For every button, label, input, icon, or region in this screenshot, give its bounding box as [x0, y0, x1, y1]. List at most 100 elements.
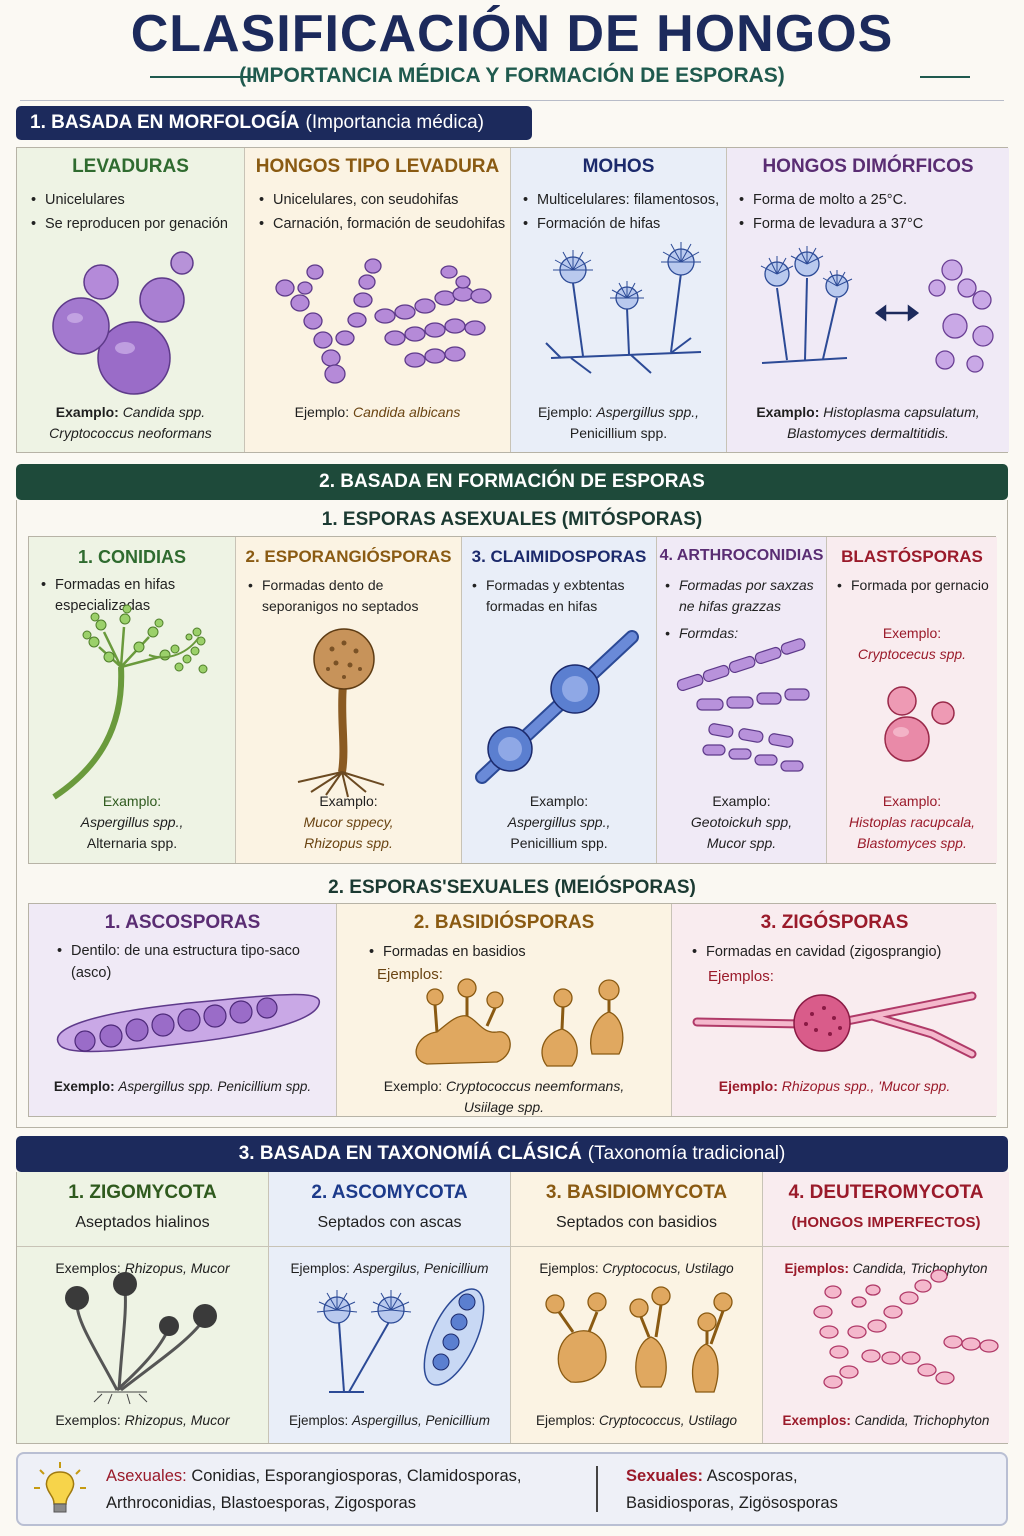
- example-top: Exemplos: Rhizopus, Mucor: [55, 1260, 230, 1276]
- card-title: BLASTÓSPORAS: [841, 547, 983, 566]
- example: Examplo: Aspergillus spp., Penicillium s…: [507, 793, 611, 851]
- card-desc: Septados con ascas: [317, 1214, 462, 1231]
- bullet: Multicelulares: filamentosos,: [521, 188, 719, 212]
- card-title: 4. ARTHROCONIDIAS: [659, 547, 824, 564]
- bullet: Formdas:: [663, 623, 823, 644]
- section3-panel: 1. ZIGOMYCOTA Aseptados hialinos Exemplo…: [16, 1172, 1009, 1444]
- example-top: Exemplo: Cryptocecus spp.: [857, 625, 967, 662]
- example-top: Ejemplos: Aspergilus, Penicillium: [290, 1261, 489, 1276]
- card-title: 3. CLAIMIDOSPORAS: [471, 547, 647, 566]
- card-title: 4. DEUTEROMYCOTA: [788, 1182, 984, 1203]
- card-title: LEVADURAS: [72, 156, 189, 177]
- card-hongos-tipo-levadura: HONGOS TIPO LEVADURA Unicelulares, con s…: [245, 148, 511, 452]
- section1-banner-title: 1. BASADA EN MORFOLOGÍA: [30, 112, 300, 133]
- bullet: Forma de molto a 25°C.: [737, 188, 923, 212]
- bullet: Formación de hifas: [521, 212, 719, 236]
- bullet: Unicelulares, con seudohifas: [257, 188, 505, 212]
- yeast-cells-icon: [52, 251, 194, 395]
- pseudohyphae-icon: [275, 258, 492, 384]
- bullet: Dentilo: de una estructura tipo-saco (as…: [55, 940, 325, 984]
- example: Examplo: Histoplasma capsulatum, Blastom…: [756, 404, 980, 441]
- subtitle-left-rule: [150, 76, 255, 78]
- footer-asexual: Asexuales: Conidias, Esporangiosporas, C…: [106, 1467, 522, 1512]
- chlamydospore-icon: [475, 630, 639, 784]
- card-title: HONGOS DIMÓRFICOS: [762, 156, 974, 177]
- section2-banner: 2. BASADA EN FORMACIÓN DE ESPORAS: [16, 464, 1008, 500]
- card-hongos-dimorficos: HONGOS DIMÓRFICOS Forma de molto a 25°C.…: [727, 148, 1009, 452]
- card-basidiomycota: 3. BASIDIOMYCOTA Septados con basidios E…: [511, 1172, 763, 1443]
- sporangium-icon: [297, 628, 385, 798]
- subtitle-right-rule: [920, 76, 970, 78]
- example: Ejemplo: Rhizopus spp., 'Mucor spp.: [718, 1078, 951, 1094]
- footer-sexual: Sexuales: Ascosporas, Basidiosporas, Zig…: [626, 1467, 838, 1512]
- card-title: 2. BASIDIÓSPORAS: [413, 912, 595, 933]
- card-title: 1. ZIGOMYCOTA: [68, 1182, 217, 1203]
- example-bottom: Exemplos: Candida, Trichophyton: [782, 1413, 990, 1428]
- card-conidias: 1. CONIDIAS Formadas en hifas especializ…: [29, 537, 236, 863]
- example: Examplo: Histoplas racupcala, Blastomyce…: [848, 793, 976, 851]
- ascus-icon: [56, 993, 321, 1053]
- section1-banner-note: (Importancia médica): [305, 112, 484, 133]
- page-subtitle: (IMPORTANCIA MÉDICA Y FORMACIÓN DE ESPOR…: [239, 64, 785, 87]
- card-ascomycota: 2. ASCOMYCOTA Septados con ascas Ejemplo…: [269, 1172, 511, 1443]
- section3-banner-note: (Taxonomía tradicional): [587, 1143, 786, 1164]
- page-title: CLASIFICACIÓN DE HONGOS: [130, 5, 894, 63]
- zygomycota-icon: [65, 1272, 217, 1405]
- bullet: Formadas dento de seporanigos no septado…: [246, 575, 458, 617]
- card-deuteromycota: 4. DEUTEROMYCOTA (HONGOS IMPERFECTOS) Ej…: [763, 1172, 1009, 1443]
- card-zigosporas: 3. ZIGÓSPORAS Formadas en cavidad (zigos…: [672, 904, 997, 1116]
- example: Examplo: Mucor sppecy, Rhizopus spp.: [303, 793, 394, 851]
- footer-divider: [596, 1466, 598, 1512]
- ascomycota-icon: [316, 1288, 485, 1393]
- example-top: Ejemplos: Candida, Trichophyton: [784, 1261, 988, 1276]
- blastospore-icon: [884, 686, 955, 762]
- card-title: 1. CONIDIAS: [77, 547, 187, 567]
- card-title: 1. ASCOSPORAS: [104, 912, 261, 933]
- bullet: Formadas y exbtentas formadas en hifas: [470, 575, 640, 617]
- example-top: Ejemplos: Cryptococus, Ustilago: [539, 1261, 734, 1276]
- bullet: Formadas por saxzas ne hifas grazzas: [663, 575, 823, 617]
- card-basidiosporas: 2. BASIDIÓSPORAS Formadas en basidios Ej…: [337, 904, 672, 1116]
- asexual-spores-panel: 1. CONIDIAS Formadas en hifas especializ…: [28, 536, 997, 864]
- bullet: Se reproducen por genación: [29, 212, 228, 236]
- basidium-icon: [415, 978, 624, 1067]
- card-claimidosporas: 3. CLAIMIDOSPORAS Formadas y exbtentas f…: [462, 537, 657, 863]
- card-arthroconidias: 4. ARTHROCONIDIAS Formadas por saxzas ne…: [657, 537, 827, 863]
- card-title: 3. BASIDIOMYCOTA: [545, 1182, 728, 1203]
- example: Exemplo: Aspergillus spp. Penicillium sp…: [53, 1079, 312, 1094]
- asexual-spores-heading: 1. ESPORAS ASEXUALES (MITÓSPORAS): [321, 509, 703, 530]
- example: Examplo: Aspergillus spp., Alternaria sp…: [80, 793, 184, 851]
- examples-label: Ejemplos:: [377, 966, 443, 983]
- deuteromycota-icon: [813, 1269, 999, 1389]
- section3-banner: 3. BASADA EN TAXONOMÍÁ CLÁSICÁ (Taxonomí…: [16, 1136, 1008, 1172]
- dimorphic-arrow-icon: [874, 304, 920, 322]
- section1-banner: 1. BASADA EN MORFOLOGÍA (Importancia méd…: [16, 106, 532, 140]
- examples-label: Ejemplos:: [708, 968, 774, 985]
- card-title: 3. ZIGÓSPORAS: [760, 912, 909, 933]
- mold-icon: [545, 242, 702, 374]
- card-mohos: MOHOS Multicelulares: filamentosos, Form…: [511, 148, 727, 452]
- section2-banner-title: 2. BASADA EN FORMACIÓN DE ESPORAS: [319, 471, 705, 492]
- card-desc: Septados con basidios: [556, 1214, 717, 1231]
- sexual-spores-panel: 1. ASCOSPORAS Dentilo: de una estructura…: [28, 903, 997, 1117]
- dimorphic-mold-icon: [760, 246, 994, 373]
- bullet: Formada por gernacio: [835, 575, 995, 596]
- card-blastosporas: BLASTÓSPORAS Formada por gernacio Exempl…: [827, 537, 997, 863]
- bullet: Forma de levadura a 37°C: [737, 212, 923, 236]
- arthroconidia-icon: [676, 638, 810, 772]
- lightbulb-icon: [34, 1462, 86, 1513]
- card-desc: (HONGOS IMPERFECTOS): [791, 1214, 981, 1231]
- card-ascosporas: 1. ASCOSPORAS Dentilo: de una estructura…: [29, 904, 337, 1116]
- example: Examplo: Candida spp. Cryptococcus neofo…: [49, 404, 212, 441]
- card-title: HONGOS TIPO LEVADURA: [255, 156, 500, 177]
- example-bottom: Ejemplos: Aspergillus, Penicillium: [288, 1413, 491, 1428]
- sexual-spores-heading: 2. ESPORAS'SEXUALES (MEIÓSPORAS): [328, 877, 696, 898]
- example: Ejemplo: Aspergillus spp., Penicillium s…: [537, 404, 700, 441]
- bullet: Formadas en basidios: [367, 940, 657, 964]
- card-title: MOHOS: [582, 156, 655, 177]
- bullet: Unicelulares: [29, 188, 228, 212]
- example-bottom: Ejemplos: Cryptococcus, Ustilago: [535, 1413, 738, 1428]
- bullet: Formadas en hifas especializadas: [39, 575, 229, 617]
- section1-panel: LEVADURAS Unicelulares Se reproducen por…: [16, 147, 1009, 453]
- conidia-icon: [52, 604, 208, 800]
